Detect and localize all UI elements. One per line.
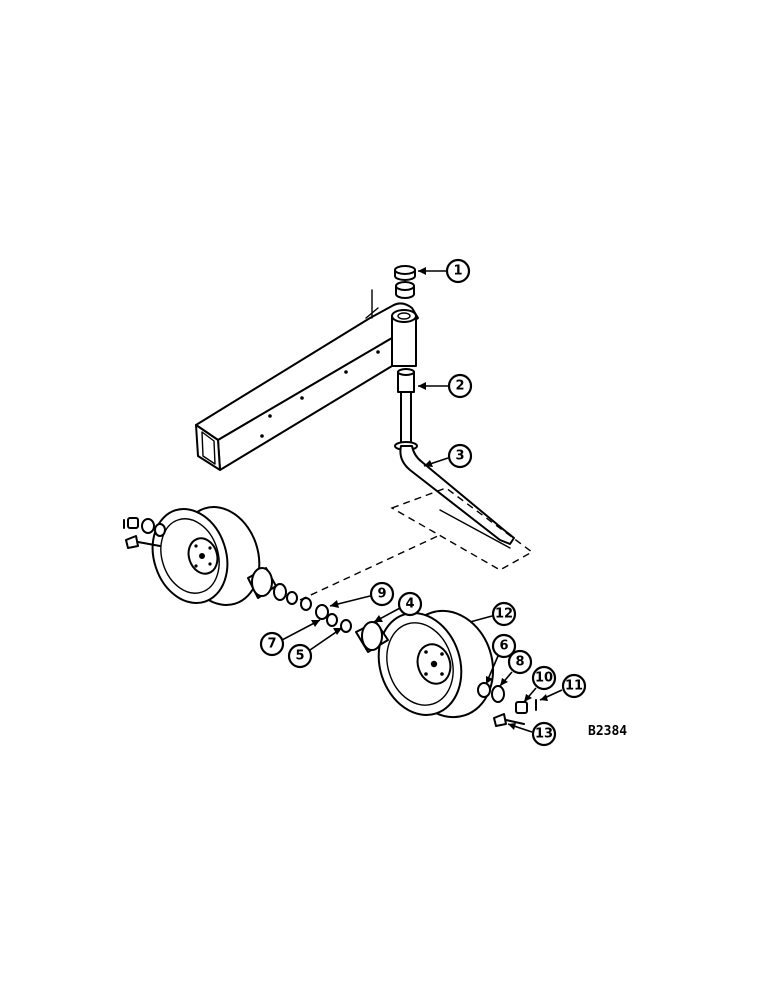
callout-6: 6: [485, 633, 517, 685]
callout-2: 2: [418, 373, 473, 399]
svg-text:12: 12: [495, 607, 513, 622]
callout-12: 12: [469, 601, 517, 627]
svg-text:3: 3: [455, 449, 464, 464]
callout-8: 8: [499, 649, 533, 687]
callout-7: 7: [259, 619, 321, 657]
svg-text:5: 5: [295, 649, 304, 664]
callout-3: 3: [423, 443, 473, 469]
svg-text:13: 13: [535, 727, 553, 742]
callout-5: 5: [287, 627, 343, 669]
right-wheel: [315, 604, 495, 719]
svg-text:7: 7: [267, 637, 276, 652]
svg-text:6: 6: [499, 639, 508, 654]
pivot-cap: [394, 265, 416, 299]
figure-reference-code: B2384: [588, 724, 627, 739]
left-wheel-fasteners: [123, 517, 166, 549]
callout-9: 9: [329, 581, 395, 608]
right-wheel-fasteners: [477, 682, 537, 727]
callout-11: 11: [539, 673, 587, 701]
svg-text:10: 10: [535, 671, 553, 686]
frame-arm: [195, 289, 419, 471]
callout-10: 10: [523, 665, 557, 703]
svg-text:9: 9: [377, 587, 386, 602]
svg-text:1: 1: [453, 264, 462, 279]
callout-13: 13: [507, 721, 557, 747]
left-wheel: [151, 506, 312, 611]
assembly-guide: [299, 487, 534, 601]
callout-1: 1: [418, 258, 471, 284]
svg-text:2: 2: [455, 379, 464, 394]
caster-spindle: [394, 368, 515, 549]
svg-text:11: 11: [565, 679, 583, 694]
callout-4: 4: [373, 591, 423, 623]
svg-text:8: 8: [515, 655, 524, 670]
svg-text:4: 4: [405, 597, 414, 612]
